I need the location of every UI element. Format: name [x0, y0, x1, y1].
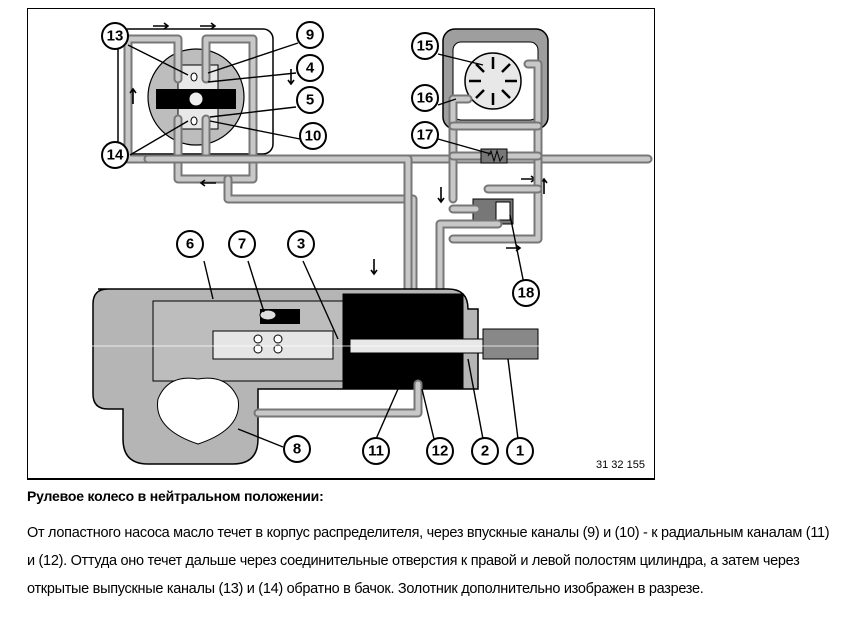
callout-8-label: 8 — [293, 441, 301, 458]
callout-1: 1 — [506, 437, 534, 465]
callout-4: 4 — [296, 54, 324, 82]
callout-16-label: 16 — [417, 90, 434, 107]
caption-paragraph: От лопастного насоса масло течет в корпу… — [27, 525, 830, 597]
callout-12: 12 — [426, 437, 454, 465]
caption-heading: Рулевое колесо в нейтральном положении: — [27, 488, 324, 504]
callout-3: 3 — [287, 230, 315, 258]
figure-code: 31 32 155 — [596, 459, 645, 471]
callout-10: 10 — [299, 122, 327, 150]
diagram-canvas: 13 9 4 5 10 14 15 16 17 18 6 7 3 8 11 12… — [83, 21, 653, 471]
callout-5-label: 5 — [306, 92, 314, 109]
callout-13-label: 13 — [107, 28, 124, 45]
callout-9: 9 — [296, 21, 324, 49]
callout-18: 18 — [512, 279, 540, 307]
callout-14: 14 — [101, 141, 129, 169]
callout-7-label: 7 — [238, 236, 246, 253]
rotary-valve-assembly — [117, 28, 274, 155]
callout-13: 13 — [101, 22, 129, 50]
callout-8: 8 — [283, 435, 311, 463]
callout-12-label: 12 — [432, 443, 449, 460]
callout-7: 7 — [228, 230, 256, 258]
callout-10-label: 10 — [305, 128, 322, 145]
callout-2-label: 2 — [481, 443, 489, 460]
callout-15-label: 15 — [417, 38, 434, 55]
return-line-loops — [123, 34, 653, 304]
callout-14-label: 14 — [107, 147, 124, 164]
vane-pump-assembly — [435, 28, 549, 304]
callout-6-label: 6 — [186, 236, 194, 253]
steering-diagram-figure: 13 9 4 5 10 14 15 16 17 18 6 7 3 8 11 12… — [27, 8, 655, 480]
leader-lines — [127, 42, 526, 448]
callout-3-label: 3 — [297, 236, 305, 253]
steering-gear-housing — [83, 288, 568, 465]
callout-11-label: 11 — [368, 443, 384, 460]
callout-2: 2 — [471, 437, 499, 465]
callout-17: 17 — [411, 121, 439, 149]
callout-11: 11 — [362, 437, 390, 465]
callout-17-label: 17 — [417, 127, 434, 144]
callout-5: 5 — [296, 86, 324, 114]
callout-1-label: 1 — [516, 443, 524, 460]
callout-15: 15 — [411, 32, 439, 60]
callout-18-label: 18 — [518, 285, 535, 302]
callout-4-label: 4 — [306, 60, 315, 77]
callout-16: 16 — [411, 84, 439, 112]
callout-9-label: 9 — [306, 27, 314, 44]
callout-6: 6 — [176, 230, 204, 258]
